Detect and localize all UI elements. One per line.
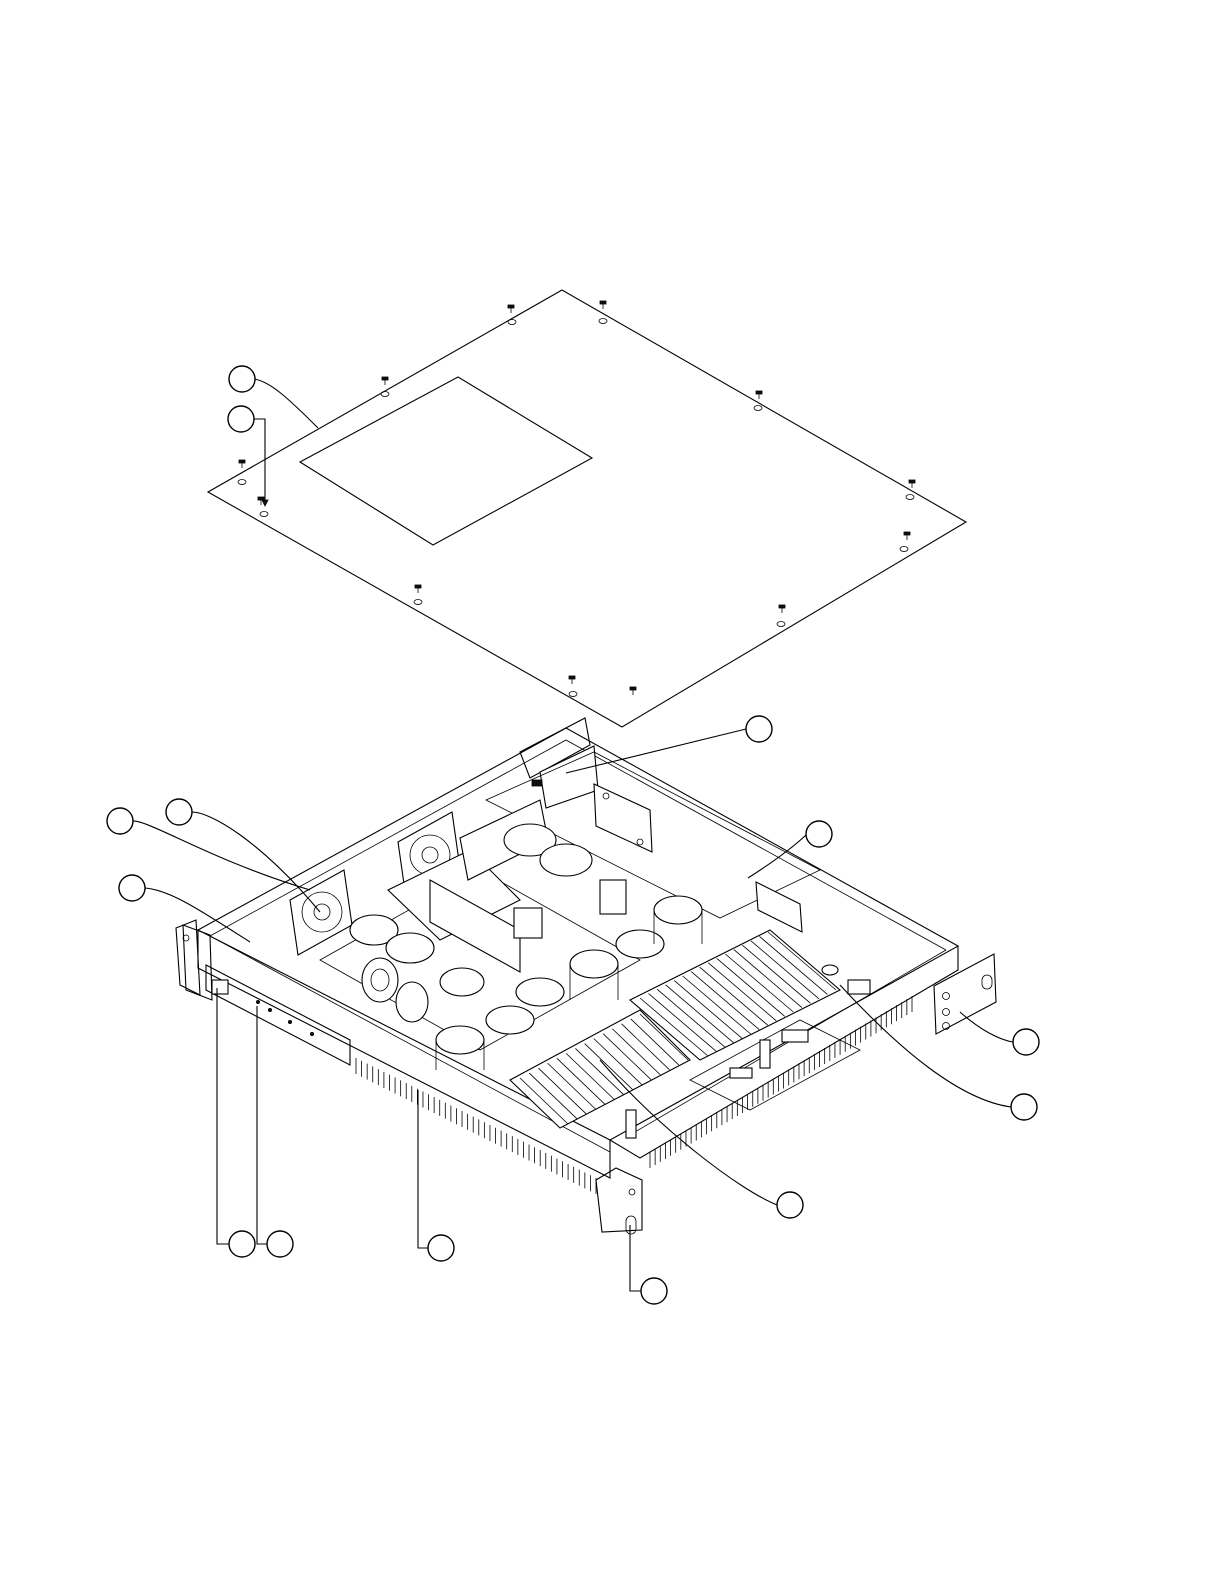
fan-left	[290, 870, 352, 955]
heatsink	[510, 930, 840, 1128]
callout-led-indicator	[267, 1231, 293, 1257]
callout-heatsink	[777, 1192, 803, 1218]
callout-front-panel-vent	[428, 1235, 454, 1261]
callout-rack-ear-right	[1013, 1029, 1039, 1055]
callout-control-board	[1011, 1094, 1037, 1120]
callout-rear-input-board	[806, 821, 832, 847]
rack-ear-left	[176, 920, 212, 1000]
power-inlet	[532, 746, 598, 808]
callout-fan-right	[166, 799, 192, 825]
rack-ear-right	[934, 954, 996, 1034]
callout-bubbles	[107, 366, 1039, 1304]
callout-front-panel-bracket	[119, 875, 145, 901]
callout-top-cover	[229, 366, 255, 392]
cover-screw-holes	[238, 319, 914, 697]
callout-rack-handle-screw	[641, 1278, 667, 1304]
power-switch	[212, 980, 228, 994]
front-panel	[198, 930, 610, 1178]
front-rack-handle	[596, 1168, 642, 1234]
callout-fan-left	[107, 808, 133, 834]
top-cover	[208, 290, 966, 727]
callout-power-inlet	[746, 716, 772, 742]
callout-cover-screw	[228, 406, 254, 432]
leader-lines	[132, 379, 1013, 1291]
power-supply-board	[320, 800, 640, 1050]
cover-screws	[239, 301, 915, 695]
cover-label-sticker	[300, 377, 592, 545]
callout-power-switch	[229, 1231, 255, 1257]
chassis	[176, 718, 996, 1234]
